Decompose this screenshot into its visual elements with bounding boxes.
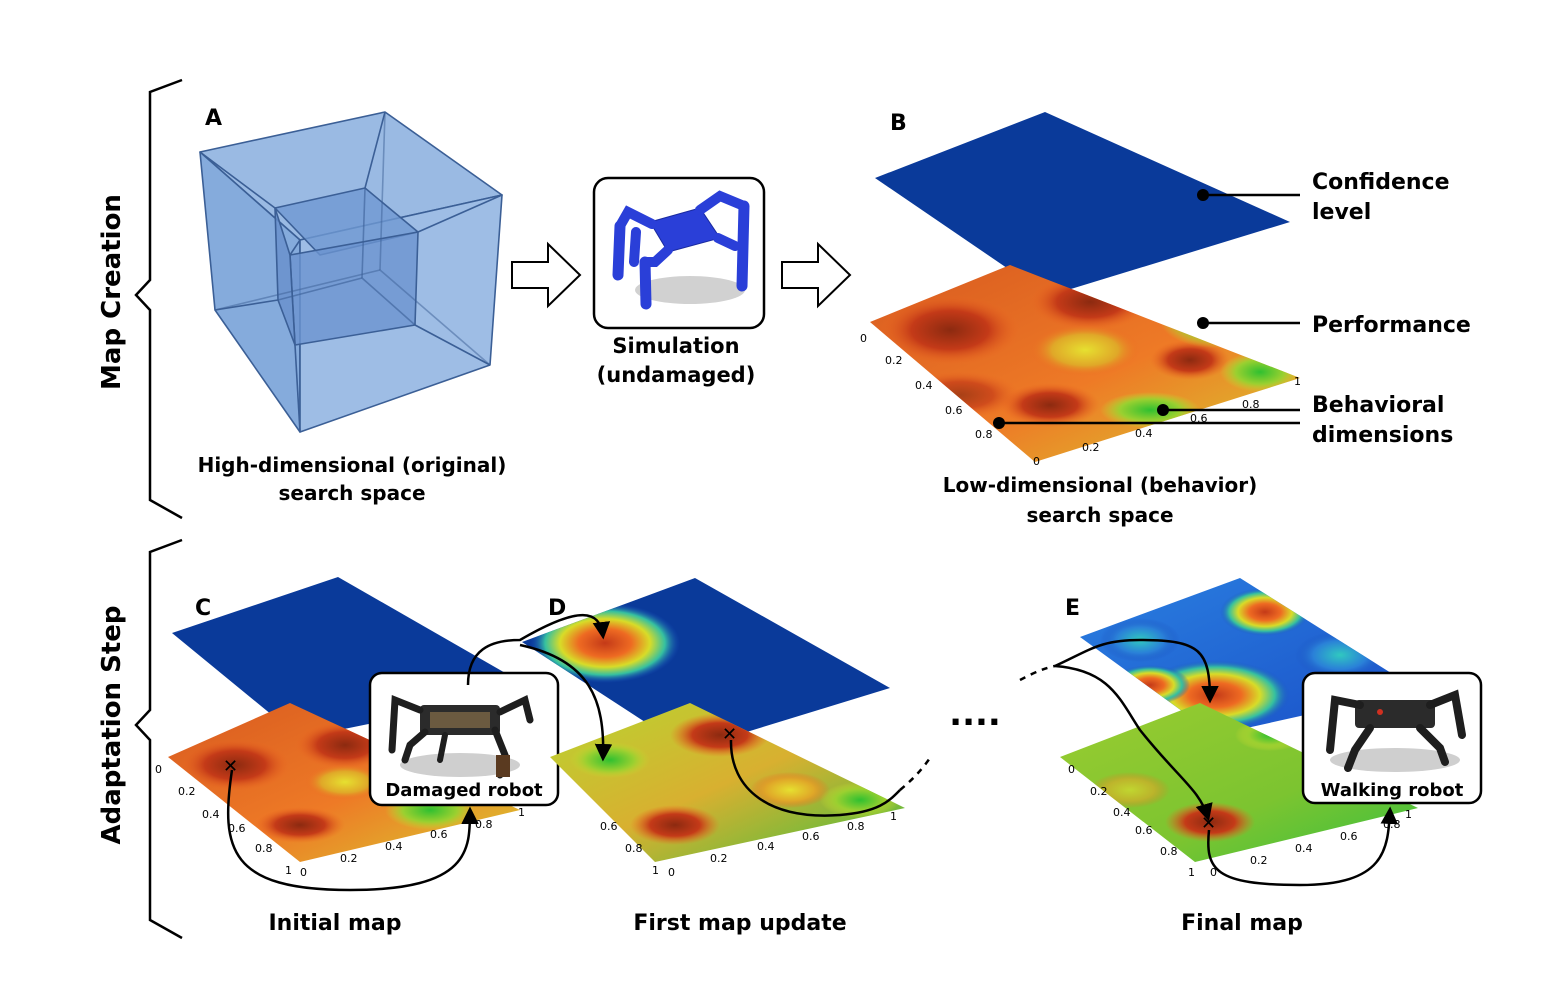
svg-text:0.6: 0.6	[802, 830, 820, 843]
cross-marker-icon: ✕	[722, 724, 737, 745]
performance-layer-b	[870, 265, 1300, 462]
svg-text:0: 0	[860, 332, 867, 345]
high-dim-label-line1: High-dimensional (original)	[198, 453, 507, 477]
c-loop-arrow	[226, 769, 479, 892]
e-left-axis-ticks: 0 0.2 0.4 0.6 0.8 1	[1068, 763, 1195, 879]
d-onward-curve	[729, 739, 901, 817]
b-left-axis-ticks: 0 0.2 0.4 0.6 0.8	[860, 332, 993, 441]
svg-text:0.8: 0.8	[1160, 845, 1178, 858]
svg-text:0.8: 0.8	[475, 818, 493, 831]
svg-text:0.4: 0.4	[915, 379, 933, 392]
performance-label: Performance	[1312, 313, 1471, 338]
svg-text:1: 1	[285, 864, 292, 877]
svg-text:0.4: 0.4	[385, 840, 403, 853]
adaptation-step-bracket	[134, 538, 183, 940]
first-update-label: First map update	[633, 911, 846, 936]
d-onward-dashed	[899, 754, 934, 791]
svg-text:0.6: 0.6	[430, 828, 448, 841]
svg-text:0.6: 0.6	[1340, 830, 1358, 843]
svg-text:1: 1	[652, 864, 659, 877]
svg-text:0.8: 0.8	[1383, 818, 1401, 831]
c-to-d-lower-arrow	[519, 643, 613, 762]
svg-text:0.2: 0.2	[710, 852, 728, 865]
svg-text:0.6: 0.6	[600, 820, 618, 833]
simulation-label-line2: (undamaged)	[597, 363, 756, 387]
adaptation-step-title: Adaptation Step	[97, 605, 127, 844]
svg-text:0.2: 0.2	[1250, 854, 1268, 867]
panel-label-e: E	[1065, 596, 1080, 621]
svg-text:0.2: 0.2	[1090, 785, 1108, 798]
svg-text:0.4: 0.4	[1113, 806, 1131, 819]
c-right-axis-ticks: 0 0.2 0.4 0.6 0.8 1	[300, 806, 525, 879]
svg-text:0.4: 0.4	[1295, 842, 1313, 855]
d-right-axis-ticks: 0 0.2 0.4 0.6 0.8 1	[668, 810, 897, 879]
damaged-robot-label: Damaged robot	[385, 780, 543, 801]
svg-text:0.2: 0.2	[340, 852, 358, 865]
damaged-robot-photo	[388, 694, 534, 779]
e-loop-arrow	[1207, 806, 1399, 887]
svg-text:0: 0	[1033, 455, 1040, 468]
svg-text:0.4: 0.4	[757, 840, 775, 853]
hypercube	[199, 111, 503, 433]
svg-text:0.8: 0.8	[975, 428, 993, 441]
confidence-label-line1: Confidence	[1312, 170, 1450, 195]
map-creation-title: Map Creation	[97, 194, 127, 390]
svg-text:1: 1	[518, 806, 525, 819]
svg-text:0.8: 0.8	[255, 842, 273, 855]
behavioral-label-line1: Behavioral	[1312, 393, 1444, 418]
walking-robot-label: Walking robot	[1321, 780, 1464, 801]
simulated-robot-icon	[612, 190, 750, 310]
d-left-axis-ticks: 0.6 0.8 1	[600, 820, 659, 877]
low-dim-label-line2: search space	[1026, 503, 1173, 527]
svg-text:1: 1	[890, 810, 897, 823]
svg-text:1: 1	[1405, 808, 1412, 821]
svg-text:0: 0	[155, 763, 162, 776]
svg-text:0: 0	[1210, 866, 1217, 879]
b-callout-lines	[993, 189, 1300, 429]
svg-text:0.2: 0.2	[1082, 441, 1100, 454]
svg-text:0.8: 0.8	[625, 842, 643, 855]
final-map-label: Final map	[1181, 911, 1303, 936]
confidence-label-line2: level	[1312, 200, 1371, 225]
initial-map-label: Initial map	[268, 911, 401, 936]
svg-text:1: 1	[1188, 866, 1195, 879]
high-dim-label-line2: search space	[278, 481, 425, 505]
e-to-bottom-arrow	[1054, 664, 1213, 822]
svg-text:0: 0	[1068, 763, 1075, 776]
svg-text:0.2: 0.2	[885, 354, 903, 367]
panel-label-c: C	[195, 596, 211, 621]
svg-text:0.4: 0.4	[1135, 427, 1153, 440]
performance-layer-d	[550, 703, 905, 862]
confidence-layer-b	[875, 112, 1290, 296]
behavioral-label-line2: dimensions	[1312, 423, 1453, 448]
svg-text:0.4: 0.4	[202, 808, 220, 821]
svg-text:0: 0	[300, 866, 307, 879]
svg-text:0.8: 0.8	[847, 820, 865, 833]
arrow-right-icon	[781, 241, 852, 309]
walking-robot-photo	[1326, 689, 1466, 772]
svg-text:0: 0	[668, 866, 675, 879]
e-to-top-arrow	[1054, 638, 1219, 704]
e-incoming-dashed	[1019, 664, 1056, 682]
cross-marker-icon: ✕	[1201, 813, 1216, 834]
svg-text:1: 1	[1294, 375, 1301, 388]
c-to-d-arrow	[466, 614, 611, 686]
svg-text:0.8: 0.8	[1242, 398, 1260, 411]
c-left-axis-ticks: 0 0.2 0.4 0.6 0.8 1	[155, 763, 292, 877]
panel-label-d: D	[548, 596, 566, 621]
panel-label-b: B	[890, 111, 907, 136]
ellipsis-dots: ....	[949, 694, 1001, 734]
map-creation-bracket	[134, 78, 183, 520]
panel-label-a: A	[205, 106, 222, 131]
low-dim-label-line1: Low-dimensional (behavior)	[943, 473, 1258, 497]
svg-text:0.6: 0.6	[1135, 824, 1153, 837]
cross-marker-icon: ✕	[223, 756, 238, 777]
svg-text:0.2: 0.2	[178, 785, 196, 798]
simulation-label-line1: Simulation	[612, 334, 739, 358]
svg-text:0.6: 0.6	[945, 404, 963, 417]
svg-text:0.6: 0.6	[228, 822, 246, 835]
arrow-right-icon	[511, 241, 582, 309]
